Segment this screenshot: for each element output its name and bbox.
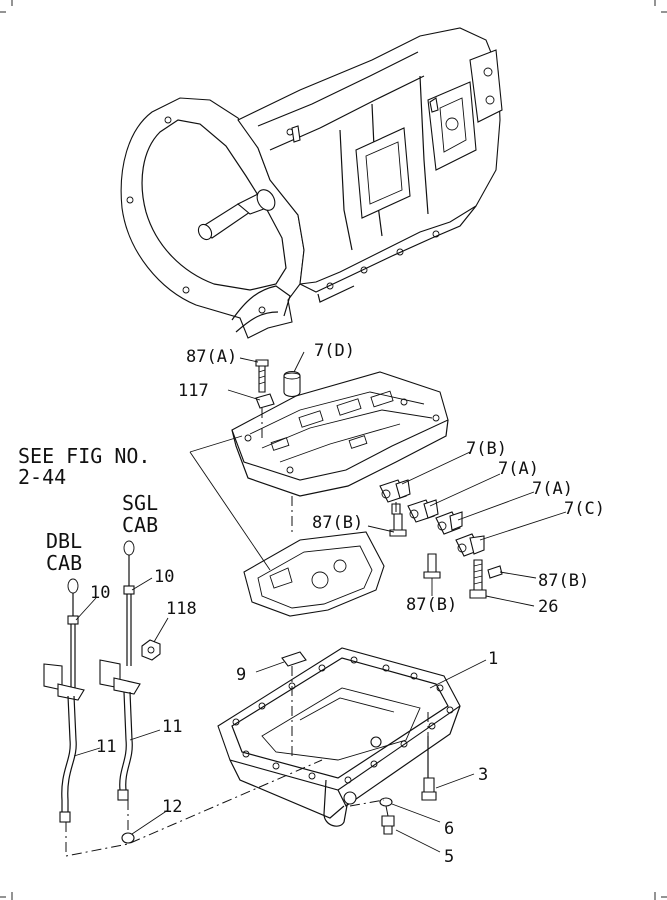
callout-labels: 87(A) 7(D) 117 SEE FIG NO. 2-44 7(B) 7(A… <box>18 341 605 867</box>
washer-6 <box>379 797 393 807</box>
nut-118 <box>141 639 161 661</box>
label-7c: 7(C) <box>564 499 605 519</box>
dipstick-dbl-cab <box>43 578 85 823</box>
label-7a-2: 7(A) <box>532 479 573 499</box>
magnet-9 <box>281 651 307 667</box>
label-see-fig-line2: 2-44 <box>18 465 66 489</box>
label-dbl-line1: DBL <box>46 529 82 553</box>
label-11-sgl: 11 <box>162 717 182 737</box>
leader-lines <box>73 351 567 853</box>
label-11-dbl: 11 <box>96 737 116 757</box>
oil-strainer <box>243 531 385 617</box>
washer-12 <box>121 832 135 844</box>
dipstick-sgl-cab <box>99 540 141 801</box>
label-118: 118 <box>166 599 197 619</box>
label-87b-2: 87(B) <box>538 571 589 591</box>
label-6: 6 <box>444 819 454 839</box>
label-1: 1 <box>488 649 498 669</box>
label-7b: 7(B) <box>466 439 507 459</box>
label-26: 26 <box>538 597 558 617</box>
label-see-fig-line1: SEE FIG NO. <box>18 444 150 468</box>
label-10-dbl: 10 <box>90 583 110 603</box>
label-sgl-line1: SGL <box>122 491 158 515</box>
label-9: 9 <box>236 665 246 685</box>
solenoid-7a-2 <box>435 511 463 535</box>
label-sgl-line2: CAB <box>122 513 158 537</box>
transmission-assembly <box>120 27 503 339</box>
label-7d: 7(D) <box>314 341 355 361</box>
control-valve-body <box>231 371 449 497</box>
drain-plug-5 <box>381 815 395 835</box>
label-dbl-line2: CAB <box>46 551 82 575</box>
alignment-lines <box>65 408 429 857</box>
label-5: 5 <box>444 847 454 867</box>
label-87b-1: 87(B) <box>312 513 363 533</box>
label-3: 3 <box>478 765 488 785</box>
solenoid-7b <box>379 479 411 515</box>
label-12: 12 <box>162 797 182 817</box>
label-87b-3: 87(B) <box>406 595 457 615</box>
bolts-87b <box>389 513 503 599</box>
solenoid-7a-1 <box>407 499 439 523</box>
label-117: 117 <box>178 381 209 401</box>
label-7a-1: 7(A) <box>498 459 539 479</box>
oil-pan <box>217 647 461 827</box>
solenoid-7c <box>455 533 485 557</box>
bolt-3 <box>421 736 437 801</box>
label-10-sgl: 10 <box>154 567 174 587</box>
bolt-87a-group <box>255 359 301 409</box>
label-87a: 87(A) <box>186 347 237 367</box>
